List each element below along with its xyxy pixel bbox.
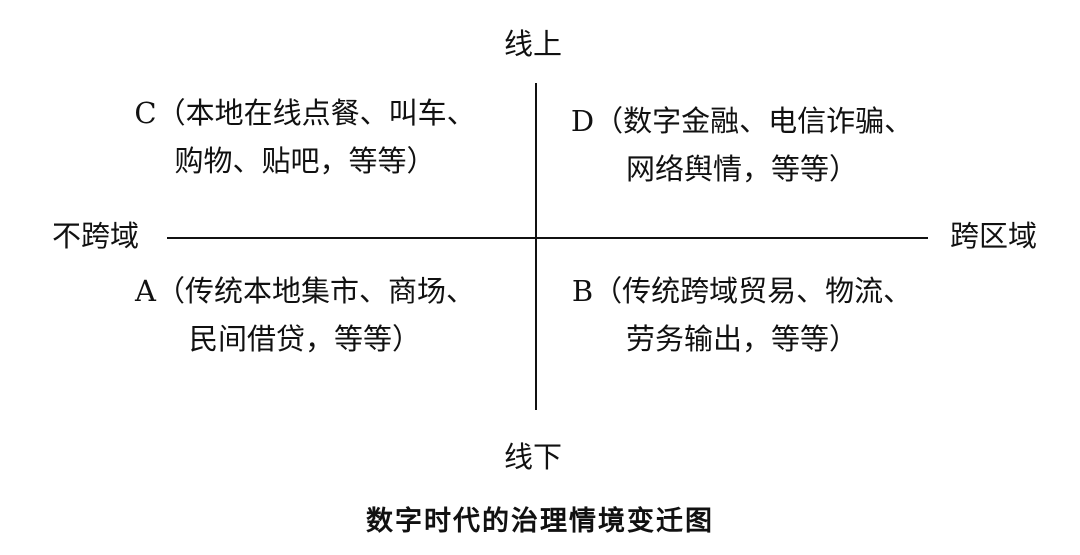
horizontal-axis-line <box>167 237 928 239</box>
vertical-axis-line <box>535 83 537 410</box>
quadrant-d: D（数字金融、电信诈骗、 网络舆情，等等） <box>542 97 942 193</box>
quadrant-c: C（本地在线点餐、叫车、 购物、贴吧，等等） <box>105 89 505 185</box>
quadrant-b-line-1: B（传统跨域贸易、物流、 <box>571 274 913 308</box>
axis-label-cross-region: 跨区域 <box>950 219 1038 253</box>
quadrant-d-line-1: D（数字金融、电信诈骗、 <box>570 104 914 138</box>
quadrant-c-line-2: 购物、贴吧，等等） <box>174 144 436 178</box>
axis-label-offline: 线下 <box>504 440 563 474</box>
axis-label-online: 线上 <box>504 27 563 61</box>
quadrant-a-line-1: A（传统本地集市、商场、 <box>135 274 475 308</box>
diagram-caption: 数字时代的治理情境变迁图 <box>366 506 714 537</box>
quadrant-b-line-2: 劳务输出，等等） <box>625 322 858 356</box>
quadrant-b: B（传统跨域贸易、物流、 劳务输出，等等） <box>542 267 942 363</box>
quadrant-a-line-2: 民间借贷，等等） <box>188 322 421 356</box>
quadrant-d-line-2: 网络舆情，等等） <box>625 152 858 186</box>
axis-label-non-cross-domain: 不跨域 <box>52 219 140 253</box>
quadrant-c-line-1: C（本地在线点餐、叫车、 <box>134 96 476 130</box>
quadrant-a: A（传统本地集市、商场、 民间借贷，等等） <box>105 267 505 363</box>
